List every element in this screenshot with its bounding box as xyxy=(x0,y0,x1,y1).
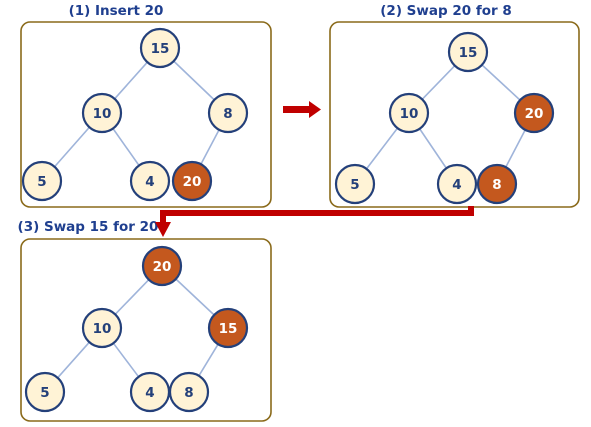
tree-node-4: 4 xyxy=(129,160,171,202)
tree-edge xyxy=(112,342,140,378)
node-circle xyxy=(436,163,478,205)
panel-3: (3) Swap 15 for 20 20 10 15 5 4 8 xyxy=(18,219,272,422)
node-circle xyxy=(81,92,123,134)
node-label: 8 xyxy=(184,385,193,401)
node-circle xyxy=(21,160,63,202)
node-label: 15 xyxy=(219,321,238,337)
node-circle xyxy=(24,371,66,413)
node-circle xyxy=(168,371,210,413)
arrow-right-icon xyxy=(283,101,321,118)
tree-edge xyxy=(57,341,90,379)
tree-edge xyxy=(175,278,215,316)
node-circle xyxy=(141,245,183,287)
tree-node-20: 20 xyxy=(141,245,183,287)
node-circle xyxy=(447,31,489,73)
node-circle xyxy=(139,27,181,69)
tree-node-8: 8 xyxy=(476,163,518,205)
panel-frame xyxy=(20,238,272,422)
tree-edge xyxy=(481,64,521,101)
tree-edge xyxy=(421,65,456,100)
panel-frame xyxy=(329,21,580,208)
node-circle xyxy=(513,92,555,134)
tree-node-8: 8 xyxy=(168,371,210,413)
node-label: 20 xyxy=(153,259,172,275)
panel-1: (1) Insert 20 15 10 8 5 4 20 xyxy=(20,3,272,208)
tree-node-4: 4 xyxy=(129,371,171,413)
tree-node-4: 4 xyxy=(436,163,478,205)
node-circle xyxy=(171,160,213,202)
arrow-down-elbow-icon xyxy=(155,206,474,237)
node-label: 4 xyxy=(145,174,154,190)
node-label: 20 xyxy=(525,106,544,122)
node-circle xyxy=(207,92,249,134)
node-label: 10 xyxy=(93,321,112,337)
node-label: 4 xyxy=(452,177,461,193)
tree-node-20: 20 xyxy=(513,92,555,134)
node-circle xyxy=(388,92,430,134)
panel-title: (3) Swap 15 for 20 xyxy=(18,219,159,235)
tree-edge xyxy=(173,60,215,101)
node-circle xyxy=(129,160,171,202)
node-label: 15 xyxy=(151,41,170,57)
tree-node-15: 15 xyxy=(139,27,181,69)
node-circle xyxy=(334,163,376,205)
tree-node-10: 10 xyxy=(81,307,123,349)
node-label: 8 xyxy=(492,177,501,193)
tree-node-5: 5 xyxy=(334,163,376,205)
node-label: 5 xyxy=(37,174,46,190)
node-label: 10 xyxy=(400,106,419,122)
tree-edge xyxy=(114,279,150,315)
panel-2: (2) Swap 20 for 8 15 10 20 5 4 8 xyxy=(329,3,580,208)
node-circle xyxy=(476,163,518,205)
tree-edge xyxy=(505,129,526,168)
tree-node-10: 10 xyxy=(81,92,123,134)
tree-node-5: 5 xyxy=(21,160,63,202)
tree-edge xyxy=(365,127,399,170)
node-label: 4 xyxy=(145,385,154,401)
tree-edge xyxy=(200,129,220,165)
node-label: 8 xyxy=(223,106,232,122)
panel-title: (2) Swap 20 for 8 xyxy=(380,3,512,19)
node-label: 5 xyxy=(350,177,359,193)
node-label: 5 xyxy=(40,385,49,401)
node-circle xyxy=(81,307,123,349)
panel-frame xyxy=(20,21,272,208)
tree-edge xyxy=(53,126,91,168)
node-circle xyxy=(207,307,249,349)
tree-node-8: 8 xyxy=(207,92,249,134)
tree-node-15: 15 xyxy=(447,31,489,73)
tree-edge xyxy=(418,128,448,169)
panel-title: (1) Insert 20 xyxy=(69,3,164,19)
tree-edge xyxy=(114,61,148,100)
node-label: 20 xyxy=(183,174,202,190)
tree-node-20: 20 xyxy=(171,160,213,202)
tree-node-5: 5 xyxy=(24,371,66,413)
tree-edge xyxy=(198,343,219,377)
tree-node-15: 15 xyxy=(207,307,249,349)
node-label: 10 xyxy=(93,106,112,122)
tree-edge xyxy=(112,128,140,166)
node-label: 15 xyxy=(459,45,478,61)
tree-node-10: 10 xyxy=(388,92,430,134)
